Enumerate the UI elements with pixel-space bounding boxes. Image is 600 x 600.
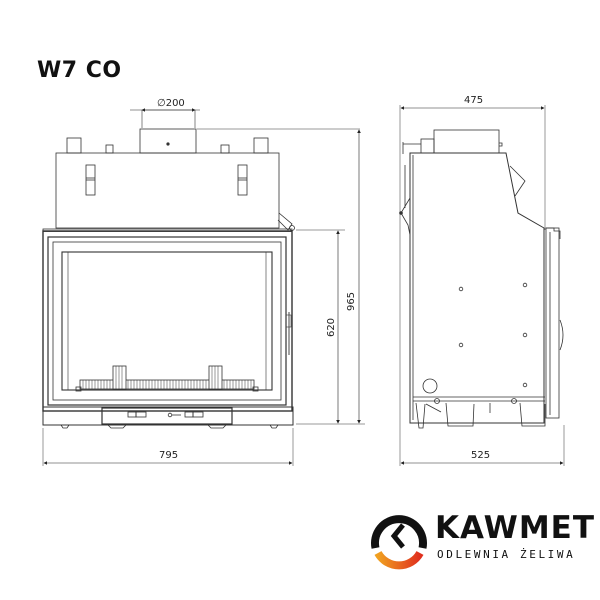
door-height-label: 620: [326, 317, 338, 338]
top-depth-label: 475: [464, 95, 484, 106]
kawmet-logo-mark: [371, 515, 427, 570]
flue-diameter-label: ∅200: [157, 98, 185, 109]
product-title: W7 CO: [37, 58, 122, 83]
side-view: [399, 105, 565, 466]
brand-name: KAWMET: [435, 510, 595, 546]
brand-subtitle: ODLEWNIA ŻELIWA: [437, 548, 576, 561]
width-label: 795: [159, 450, 179, 461]
bottom-depth-label: 525: [471, 450, 491, 461]
total-height-label: 965: [346, 291, 358, 312]
front-view: [42, 108, 365, 466]
